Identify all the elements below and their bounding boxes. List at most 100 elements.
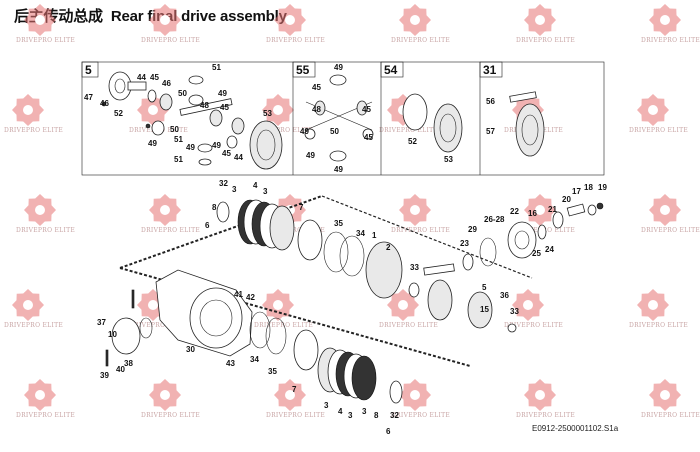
bolt-part [131, 289, 135, 309]
part-number-label: 43 [226, 359, 235, 368]
part-number-label: 15 [480, 305, 489, 314]
watermark-text: DRIVEPRO ELITE [266, 227, 325, 234]
bearing-part [507, 323, 517, 333]
watermark-gear-hole [648, 105, 658, 115]
part-number-label: 3 [362, 407, 367, 416]
gear-part [197, 143, 213, 153]
part-number-label: 49 [334, 165, 343, 174]
watermark-gear-hole [148, 105, 158, 115]
piston-part [365, 241, 403, 299]
part-number-label: 36 [500, 291, 509, 300]
part-number-label: 40 [116, 365, 125, 374]
part-number-label: 46 [162, 79, 171, 88]
part-number-label: 25 [532, 249, 541, 258]
watermark-gear-hole [273, 105, 283, 115]
part-number-label: 53 [263, 109, 272, 118]
part-number-label: 52 [114, 109, 123, 118]
part-number-label: 34 [356, 229, 365, 238]
part-number-label: 30 [186, 345, 195, 354]
watermark-gear-hole [648, 300, 658, 310]
watermark-gear-hole [535, 15, 545, 25]
watermark-gear-hole [410, 15, 420, 25]
drawing-code: E0912-2500001102.S1a [532, 424, 619, 433]
box-label-5: 5 [85, 63, 92, 77]
watermark-text: DRIVEPRO ELITE [379, 127, 438, 134]
part-number-label: 19 [598, 183, 607, 192]
nut-part [596, 202, 604, 210]
watermark-text: DRIVEPRO ELITE [641, 412, 700, 419]
watermark-text: DRIVEPRO ELITE [391, 227, 450, 234]
ring-gear-part [433, 103, 463, 153]
part-number-label: 42 [246, 293, 255, 302]
watermark-gear-hole [535, 205, 545, 215]
part-number-label: 7 [299, 203, 304, 212]
watermark-text: DRIVEPRO ELITE [379, 322, 438, 329]
cross-shaft-part [179, 98, 233, 116]
part-number-label: 17 [572, 187, 581, 196]
watermark-text: DRIVEPRO ELITE [141, 412, 200, 419]
washer-part [151, 120, 165, 136]
part-number-label: 3 [324, 401, 329, 410]
box31-parts [509, 91, 545, 157]
washer-part [216, 201, 230, 223]
part-number-label: 39 [100, 371, 109, 380]
gear-part [198, 158, 212, 166]
part-number-label: 35 [268, 367, 277, 376]
watermark-text: DRIVEPRO ELITE [516, 37, 575, 44]
washer-part [389, 380, 403, 404]
watermark-gear-hole [523, 300, 533, 310]
gear-part [159, 93, 173, 111]
watermark-text: DRIVEPRO ELITE [266, 412, 325, 419]
bearing-part [462, 253, 474, 271]
part-number-label: 3 [232, 185, 237, 194]
part-number-label: 50 [330, 127, 339, 136]
washer-part [362, 128, 374, 140]
pressure-plate-part [297, 219, 323, 261]
watermark-gear-hole [160, 15, 170, 25]
differential-case-part [402, 93, 428, 131]
watermark-gear-hole [398, 300, 408, 310]
seal-part [537, 224, 547, 240]
part-number-label: 5 [482, 283, 487, 292]
part-number-label: 2 [386, 243, 391, 252]
part-number-label: 52 [408, 137, 417, 146]
bearing-part [408, 282, 420, 298]
pressure-plate-part [293, 329, 319, 371]
part-number-label: 6 [205, 221, 210, 230]
washer-part [226, 135, 238, 149]
pinion-housing-part [507, 221, 537, 259]
part-number-label: 45 [220, 103, 229, 112]
washer-part [147, 89, 157, 103]
part-number-label: 37 [97, 318, 106, 327]
part-number-label: 45 [312, 83, 321, 92]
part-number-label: 45 [362, 105, 371, 114]
watermark-gear-hole [35, 390, 45, 400]
part-number-label: 53 [444, 155, 453, 164]
watermark-gear-hole [410, 205, 420, 215]
part-number-label: 41 [234, 290, 243, 299]
gear-part [188, 75, 204, 85]
part-number-label: 4 [253, 181, 258, 190]
part-number-label: 3 [263, 187, 268, 196]
part-number-label: 48 [312, 105, 321, 114]
part-number-label: 6 [386, 427, 391, 436]
part-number-label: 18 [584, 183, 593, 192]
watermark-gear-hole [535, 390, 545, 400]
part-number-label: 49 [212, 141, 221, 150]
watermark-text: DRIVEPRO ELITE [16, 227, 75, 234]
part-number-label: 50 [178, 89, 187, 98]
part-number-label: 3 [348, 411, 353, 420]
watermark-text: DRIVEPRO ELITE [141, 37, 200, 44]
watermark-text: DRIVEPRO ELITE [16, 37, 75, 44]
part-number-label: 44 [234, 153, 243, 162]
part-number-label: 21 [548, 205, 557, 214]
watermark-gear-hole [160, 205, 170, 215]
watermark-text: DRIVEPRO ELITE [141, 227, 200, 234]
part-number-label: 23 [460, 239, 469, 248]
part-number-label: 45 [364, 133, 373, 142]
watermark-text: DRIVEPRO ELITE [4, 127, 63, 134]
watermark-gear-hole [273, 300, 283, 310]
part-number-label: 47 [84, 93, 93, 102]
part-number-label: 49 [186, 143, 195, 152]
